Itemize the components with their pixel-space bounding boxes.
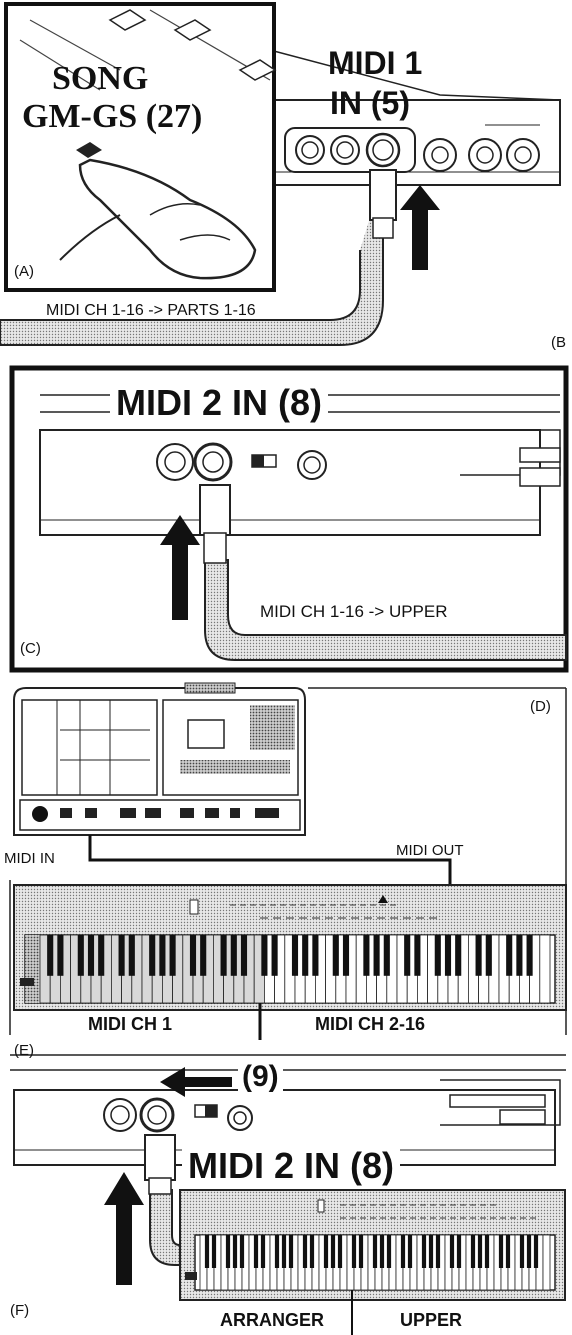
black-key <box>240 1235 244 1268</box>
black-key <box>445 935 451 976</box>
black-key <box>57 935 63 976</box>
arranger-module <box>14 683 305 835</box>
black-key <box>534 1235 538 1268</box>
black-key <box>212 1235 216 1268</box>
black-key <box>226 1235 230 1268</box>
black-key <box>261 935 267 976</box>
black-key <box>221 935 227 976</box>
midi-cable-c-label: MIDI CH 1-16 -> UPPER <box>260 602 448 622</box>
black-key <box>233 1235 237 1268</box>
song-button-label-line2: GM-GS (27) <box>22 98 202 136</box>
black-key <box>373 1235 377 1268</box>
black-key <box>478 1235 482 1268</box>
black-key <box>450 1235 454 1268</box>
black-key <box>506 1235 510 1268</box>
panel-a-letter: (A) <box>14 263 34 280</box>
black-key <box>98 935 104 976</box>
black-key <box>241 935 247 976</box>
panel-e-letter: (E) <box>14 1042 34 1059</box>
black-key <box>331 1235 335 1268</box>
black-key <box>149 935 155 976</box>
black-key <box>429 1235 433 1268</box>
black-key <box>312 935 318 976</box>
black-key <box>435 935 441 976</box>
black-key <box>261 1235 265 1268</box>
black-key <box>282 1235 286 1268</box>
arrow-up-b <box>400 185 440 270</box>
arrow-up-f <box>104 1172 144 1285</box>
black-key <box>414 935 420 976</box>
black-key <box>47 935 53 976</box>
black-key <box>333 935 339 976</box>
black-key <box>129 935 135 976</box>
black-key <box>506 935 512 976</box>
black-key <box>272 935 278 976</box>
split-left-label-d: MIDI CH 1 <box>88 1014 172 1035</box>
black-key <box>380 1235 384 1268</box>
black-key <box>205 1235 209 1268</box>
black-key <box>302 935 308 976</box>
black-key <box>520 1235 524 1268</box>
split-right-label-d: MIDI CH 2-16 <box>315 1014 425 1035</box>
black-key <box>190 935 196 976</box>
song-button-label-line1: SONG <box>52 60 148 98</box>
black-key <box>303 1235 307 1268</box>
switch-ref-label: (9) <box>238 1060 283 1094</box>
black-key <box>159 935 165 976</box>
black-key <box>324 1235 328 1268</box>
black-key <box>485 1235 489 1268</box>
black-key <box>527 1235 531 1268</box>
midi-out-label: MIDI OUT <box>396 842 464 859</box>
panel-c-letter: (C) <box>20 640 41 657</box>
black-key <box>408 1235 412 1268</box>
midi-in-label: MIDI IN <box>4 850 55 867</box>
black-key <box>374 935 380 976</box>
black-key <box>455 935 461 976</box>
black-key <box>292 935 298 976</box>
black-key <box>404 935 410 976</box>
black-key <box>275 1235 279 1268</box>
black-key <box>387 1235 391 1268</box>
black-key <box>78 935 84 976</box>
black-key <box>363 935 369 976</box>
black-key <box>401 1235 405 1268</box>
panel-d-letter: (D) <box>530 698 551 715</box>
split-left-label-f: ARRANGER <box>220 1310 324 1331</box>
black-key <box>352 1235 356 1268</box>
black-key <box>422 1235 426 1268</box>
black-key <box>384 935 390 976</box>
black-key <box>476 935 482 976</box>
black-key <box>231 935 237 976</box>
black-key <box>436 1235 440 1268</box>
white-key <box>543 1235 550 1290</box>
black-key <box>516 935 522 976</box>
black-key <box>486 935 492 976</box>
black-key <box>338 1235 342 1268</box>
black-key <box>471 1235 475 1268</box>
black-key <box>310 1235 314 1268</box>
black-key <box>359 1235 363 1268</box>
black-key <box>254 1235 258 1268</box>
black-key <box>170 935 176 976</box>
black-key <box>119 935 125 976</box>
midi2-title-c: MIDI 2 IN (8) <box>110 382 328 424</box>
black-key <box>499 1235 503 1268</box>
black-key <box>527 935 533 976</box>
panel-a-inset <box>6 4 275 290</box>
black-key <box>457 1235 461 1268</box>
black-key <box>343 935 349 976</box>
black-key <box>200 935 206 976</box>
white-key <box>540 935 550 1003</box>
panel-f-letter: (F) <box>10 1302 29 1319</box>
split-right-label-f: UPPER <box>400 1310 462 1331</box>
midi2-title-e: MIDI 2 IN (8) <box>182 1145 400 1187</box>
midi1-title-line2: IN (5) <box>330 85 410 122</box>
panel-b-letter: (B <box>551 334 566 351</box>
midi1-title-line1: MIDI 1 <box>328 45 422 82</box>
midi-cable-b-label: MIDI CH 1-16 -> PARTS 1-16 <box>46 302 256 320</box>
black-key <box>289 1235 293 1268</box>
black-key <box>88 935 94 976</box>
